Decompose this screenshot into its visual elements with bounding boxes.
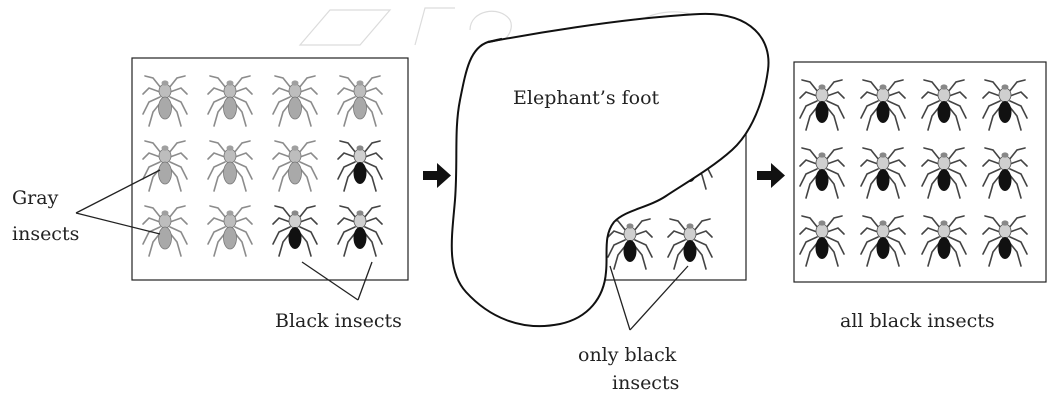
all-black-insects-label: all black insects	[840, 310, 995, 332]
elephant-foot-label: Elephant’s foot	[513, 87, 660, 109]
gray-insects-label-line2: insects	[12, 223, 79, 245]
right-arrow-icon	[757, 163, 785, 188]
black-insects-label: Black insects	[275, 310, 402, 332]
gray-insects-label-line1: Gray	[12, 187, 59, 209]
only-black-label-line1: only black	[578, 344, 677, 366]
only-black-label-line2: insects	[612, 372, 679, 394]
right-arrow-icon	[423, 163, 451, 188]
